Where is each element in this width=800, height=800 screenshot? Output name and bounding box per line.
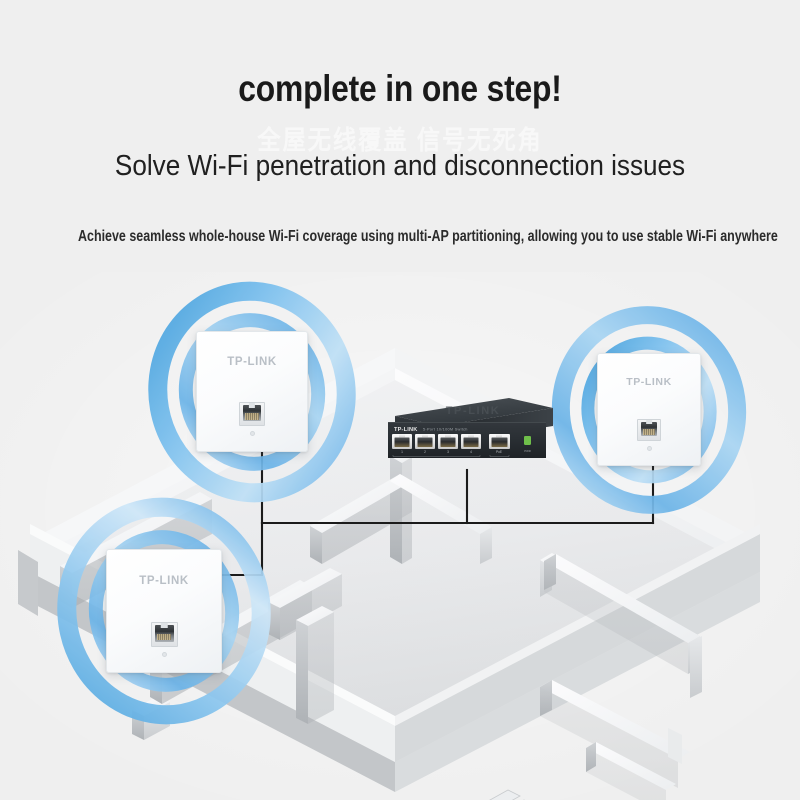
wall-bottom-right-room bbox=[540, 680, 690, 800]
ap-brand-label: TP-LINK bbox=[139, 575, 189, 587]
rj45-clip bbox=[646, 420, 652, 425]
page-subheadline: Solve Wi-Fi penetration and disconnectio… bbox=[114, 150, 686, 182]
port-number-4: 4 bbox=[470, 450, 472, 454]
wall-hall-top bbox=[268, 568, 342, 640]
ghost-headline-watermark: 全屋无线覆盖 信号无死角 bbox=[257, 125, 543, 155]
ap-brand-label: TP-LINK bbox=[227, 356, 277, 368]
access-point-top-left[interactable]: TP-LINK bbox=[196, 331, 308, 452]
rj45-port bbox=[239, 402, 265, 426]
outer-wall-front-right bbox=[395, 524, 760, 762]
power-led: PWR bbox=[524, 436, 531, 453]
chair-row-right bbox=[489, 789, 525, 800]
port-label-uplink: PoE bbox=[496, 450, 502, 454]
ap-brand-label: TP-LINK bbox=[626, 376, 672, 388]
page-tagline: Achieve seamless whole-house Wi-Fi cover… bbox=[78, 228, 778, 245]
svg-text:PWR: PWR bbox=[524, 449, 531, 453]
rj45-port bbox=[637, 419, 661, 441]
access-point-top-right[interactable]: TP-LINK bbox=[597, 353, 701, 466]
switch-top-brand: TP-LINK bbox=[446, 405, 501, 417]
status-led bbox=[161, 652, 167, 657]
port-number-1: 1 bbox=[401, 450, 403, 454]
switch-uplink-port bbox=[489, 434, 510, 449]
switch-top-face bbox=[395, 398, 553, 426]
status-led bbox=[646, 446, 652, 451]
rj45-port bbox=[150, 622, 178, 647]
outer-wall-left-tall bbox=[18, 550, 38, 616]
port-number-3: 3 bbox=[447, 450, 449, 454]
status-led bbox=[249, 431, 255, 436]
wall-hall-left bbox=[296, 606, 334, 724]
port-number-2: 2 bbox=[424, 450, 426, 454]
rj45-clip bbox=[160, 623, 168, 629]
network-switch[interactable]: TP-LINK TP-LINK 5-Port 10/100M Switch bbox=[381, 392, 553, 470]
access-point-bottom-left[interactable]: TP-LINK bbox=[106, 549, 222, 673]
switch-port-group bbox=[392, 434, 481, 449]
switch-model-label: 5-Port 10/100M Switch bbox=[423, 428, 468, 432]
switch-front-brand: TP-LINK bbox=[394, 427, 417, 433]
rj45-clip bbox=[248, 403, 256, 408]
page-headline: complete in one step! bbox=[238, 68, 562, 109]
wall-right-partition bbox=[690, 636, 702, 698]
floorplan-scene bbox=[0, 272, 800, 800]
